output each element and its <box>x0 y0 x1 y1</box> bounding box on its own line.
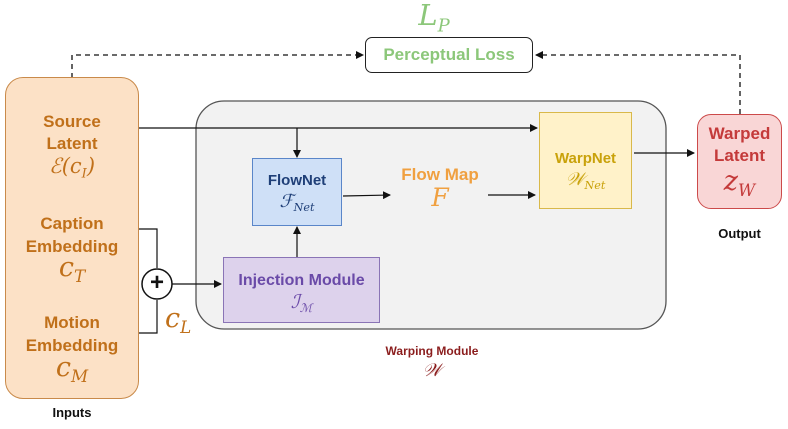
source-line1: Source <box>43 112 101 131</box>
warping-module-label-text: Warping Module <box>385 344 479 358</box>
injection-math-sub: ℳ <box>299 301 313 316</box>
caption-math-sub: T <box>73 265 86 286</box>
motion-line1: Motion <box>44 313 100 332</box>
output-caption-text: Output <box>718 226 761 241</box>
motion-math-main: c <box>55 352 71 383</box>
source-to-loss-dashed <box>71 51 364 78</box>
warpnet-math: 𝒲Net <box>540 169 631 192</box>
perceptual-loss-box: Perceptual Loss <box>365 37 533 73</box>
flownet-math-sub: Net <box>293 200 315 214</box>
flow-map-text: Flow Map <box>401 165 479 184</box>
injection-label: Injection Module <box>238 272 365 289</box>
warping-module-label: Warping Module <box>360 344 504 358</box>
flow-map-math: F <box>390 183 490 212</box>
caption-embedding-label: Caption Embedding <box>5 212 139 258</box>
combined-math-sub: L <box>180 316 192 337</box>
motion-math-sub: M <box>70 365 89 386</box>
caption-line2: Embedding <box>25 237 119 256</box>
output-caption: Output <box>697 226 782 241</box>
output-math-main: z <box>723 166 739 197</box>
inputs-panel <box>5 77 139 399</box>
output-math-sub: W <box>738 179 756 200</box>
output-line2: Latent <box>714 146 765 165</box>
source-math-main: ℰ(c <box>48 154 82 178</box>
warped-latent-label: Warped Latent <box>698 123 781 167</box>
output-to-loss-dashed <box>535 51 741 114</box>
injection-module-box: Injection Module ℐℳ <box>223 257 380 323</box>
source-line2: Latent <box>46 134 98 153</box>
warpnet-math-main: 𝒲 <box>565 169 585 190</box>
combined-math-main: c <box>165 303 181 334</box>
loss-symbol-main: L <box>418 0 438 32</box>
source-latent-label: Source Latent <box>5 111 139 155</box>
source-latent-math: ℰ(cI) <box>5 154 139 182</box>
plus-symbol-text: + <box>149 269 164 296</box>
warpnet-math-sub: Net <box>584 178 606 192</box>
source-math-close: ) <box>86 154 96 178</box>
warped-latent-box: Warped Latent zW <box>697 114 782 209</box>
plus-symbol: + <box>142 268 172 298</box>
warping-module-math: 𝒲 <box>360 360 504 381</box>
flownet-math-main: ℱ <box>279 191 294 212</box>
flownet-to-flowmap-arrow <box>342 191 391 200</box>
motion-embedding-label: Motion Embedding <box>5 311 139 357</box>
warped-latent-math: zW <box>698 167 781 205</box>
flownet-box: FlowNet ℱNet <box>252 158 342 226</box>
caption-line1: Caption <box>40 214 104 233</box>
flow-map-math-text: F <box>431 183 449 212</box>
caption-math-main: c <box>58 252 74 283</box>
flownet-math: ℱNet <box>253 191 341 214</box>
perceptual-loss-label: Perceptual Loss <box>383 45 515 64</box>
injection-math-main: ℐ <box>290 291 300 313</box>
warping-module-math-text: 𝒲 <box>422 360 442 381</box>
motion-embedding-math: cM <box>5 352 139 386</box>
combined-math: cL <box>165 303 191 337</box>
caption-embedding-math: cT <box>5 252 139 286</box>
flownet-label: FlowNet <box>267 172 327 189</box>
motion-line2: Embedding <box>25 336 119 355</box>
loss-symbol: LP <box>404 0 464 36</box>
warpnet-label: WarpNet <box>554 150 617 167</box>
inputs-caption-text: Inputs <box>52 405 92 420</box>
loss-symbol-sub: P <box>437 15 450 37</box>
warpnet-box: WarpNet 𝒲Net <box>539 112 632 209</box>
source-math-sub: I <box>81 166 87 182</box>
output-line1: Warped <box>708 124 771 143</box>
inputs-caption: Inputs <box>5 405 139 420</box>
injection-math: ℐℳ <box>224 291 379 315</box>
flow-map-label: Flow Map <box>390 165 490 185</box>
